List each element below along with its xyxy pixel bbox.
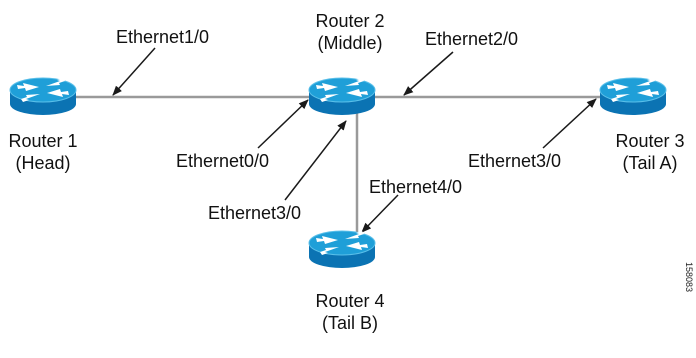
- router-role: (Head): [15, 153, 71, 173]
- interface-label-ethernet2-0: Ethernet2/0: [425, 29, 519, 49]
- router-2-label: Router 2 (Middle): [315, 10, 384, 54]
- callout-arrow-ethernet3-0-r2: [284, 120, 347, 201]
- router-4-label: Router 4 (Tail B): [315, 290, 384, 334]
- router-name: Router 3: [615, 131, 685, 151]
- router-icon: [599, 77, 667, 116]
- router-name: Router 4: [315, 291, 385, 311]
- router-icon: [308, 77, 376, 116]
- router-3-label: Router 3 (Tail A): [615, 130, 684, 174]
- interface-label-ethernet3-0-r3: Ethernet3/0: [468, 151, 562, 171]
- router-icon: [9, 77, 77, 116]
- callout-arrow-ethernet1-0: [112, 47, 156, 96]
- router-role: (Tail B): [321, 313, 379, 333]
- interface-label-ethernet3-0-r2: Ethernet3/0: [208, 203, 302, 223]
- interface-label-ethernet0-0: Ethernet0/0: [176, 151, 270, 171]
- callout-arrow-ethernet0-0: [257, 99, 309, 149]
- router-1-label: Router 1 (Head): [8, 130, 77, 174]
- router-name: Router 2: [315, 11, 385, 31]
- interface-label-ethernet1-0: Ethernet1/0: [116, 27, 210, 47]
- router-role: (Middle): [317, 33, 383, 53]
- router-name: Router 1: [8, 131, 78, 151]
- callout-arrow-ethernet4-0: [361, 194, 399, 233]
- router-role: (Tail A): [622, 153, 678, 173]
- router-icon: [308, 230, 376, 269]
- callout-arrow-ethernet3-0-r3: [542, 98, 597, 149]
- figure-id: 158083: [684, 261, 694, 292]
- callout-arrow-ethernet2-0: [403, 51, 454, 96]
- interface-label-ethernet4-0: Ethernet4/0: [369, 177, 463, 197]
